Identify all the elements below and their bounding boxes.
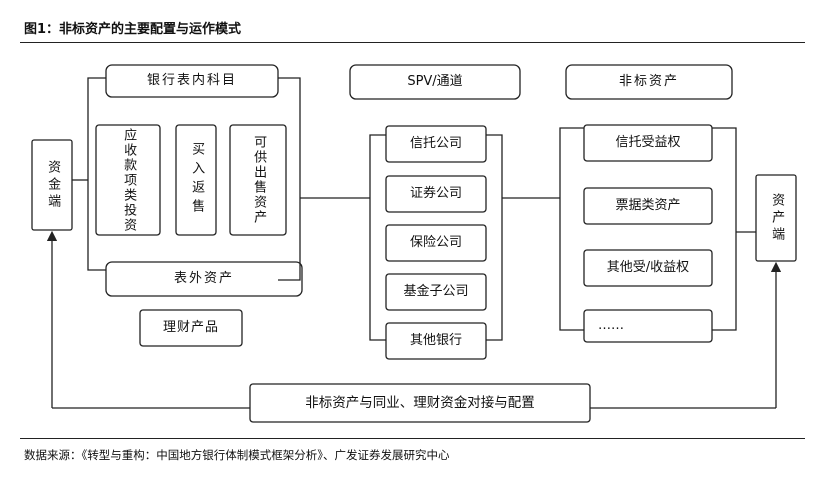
trust-co-box [385,125,487,163]
ellipsis-label: …… [598,317,624,333]
funding-end-label: 资金端 [45,159,61,211]
source-note: 数据来源：《转型与重构：中国地方银行体制模式框架分析》、广发证券发展研究中心 [24,448,450,462]
nonstd-bracket-left [559,127,584,331]
wealth-label: 理财产品 [162,319,219,335]
other-rights-box [583,249,713,287]
bottom-rule [20,438,805,439]
trust-co-label: 信托公司 [409,135,462,151]
trust-rights-box [583,124,713,162]
funding-end-box [31,139,73,231]
bank-bracket-right [278,77,301,281]
spv-header-box [349,64,521,100]
fund-sub-label: 基金子公司 [403,283,469,299]
onbalance-box [105,64,279,98]
bottom-flow-label: 非标资产与同业、理财资金对接与配置 [305,394,535,411]
nonstd-header-label: 非标资产 [618,73,679,89]
figure-title: 图1：非标资产的主要配置与运作模式 [24,22,242,37]
nonstd-header-box [565,64,733,100]
ellipsis-box [583,309,713,343]
insurance-co-label: 保险公司 [409,234,462,250]
other-rights-label: 其他受/收益权 [606,259,690,275]
nonstd-bracket-right [712,127,737,331]
asset-end-label: 资产端 [769,192,785,244]
other-bank-box [385,322,487,360]
insurance-co-box [385,224,487,262]
bills-label: 票据类资产 [615,197,681,213]
trust-rights-label: 信托受益权 [615,134,681,150]
securities-co-box [385,175,487,213]
other-bank-label: 其他银行 [409,332,462,348]
spv-bracket-right [486,134,503,341]
fund-sub-box [385,273,487,311]
spv-bracket-left [369,134,386,341]
receivables-label: 应收款项类投资 [121,127,137,233]
repo-box [175,124,217,236]
asset-end-box [755,174,797,262]
securities-co-label: 证券公司 [409,185,462,201]
onbalance-label: 银行表内科目 [146,72,237,88]
afs-box [229,124,287,236]
bottom-flow-box [249,383,591,423]
receivables-box [95,124,161,236]
spv-header-label: SPV/通道 [407,73,463,89]
repo-label: 买入返售 [189,142,205,218]
bills-box [583,187,713,225]
afs-label: 可供出售资产 [251,135,267,225]
bank-bracket [87,77,106,271]
offbalance-label: 表外资产 [173,270,234,286]
wealth-box [139,309,243,347]
top-rule [20,42,805,43]
offbalance-box [105,261,303,297]
